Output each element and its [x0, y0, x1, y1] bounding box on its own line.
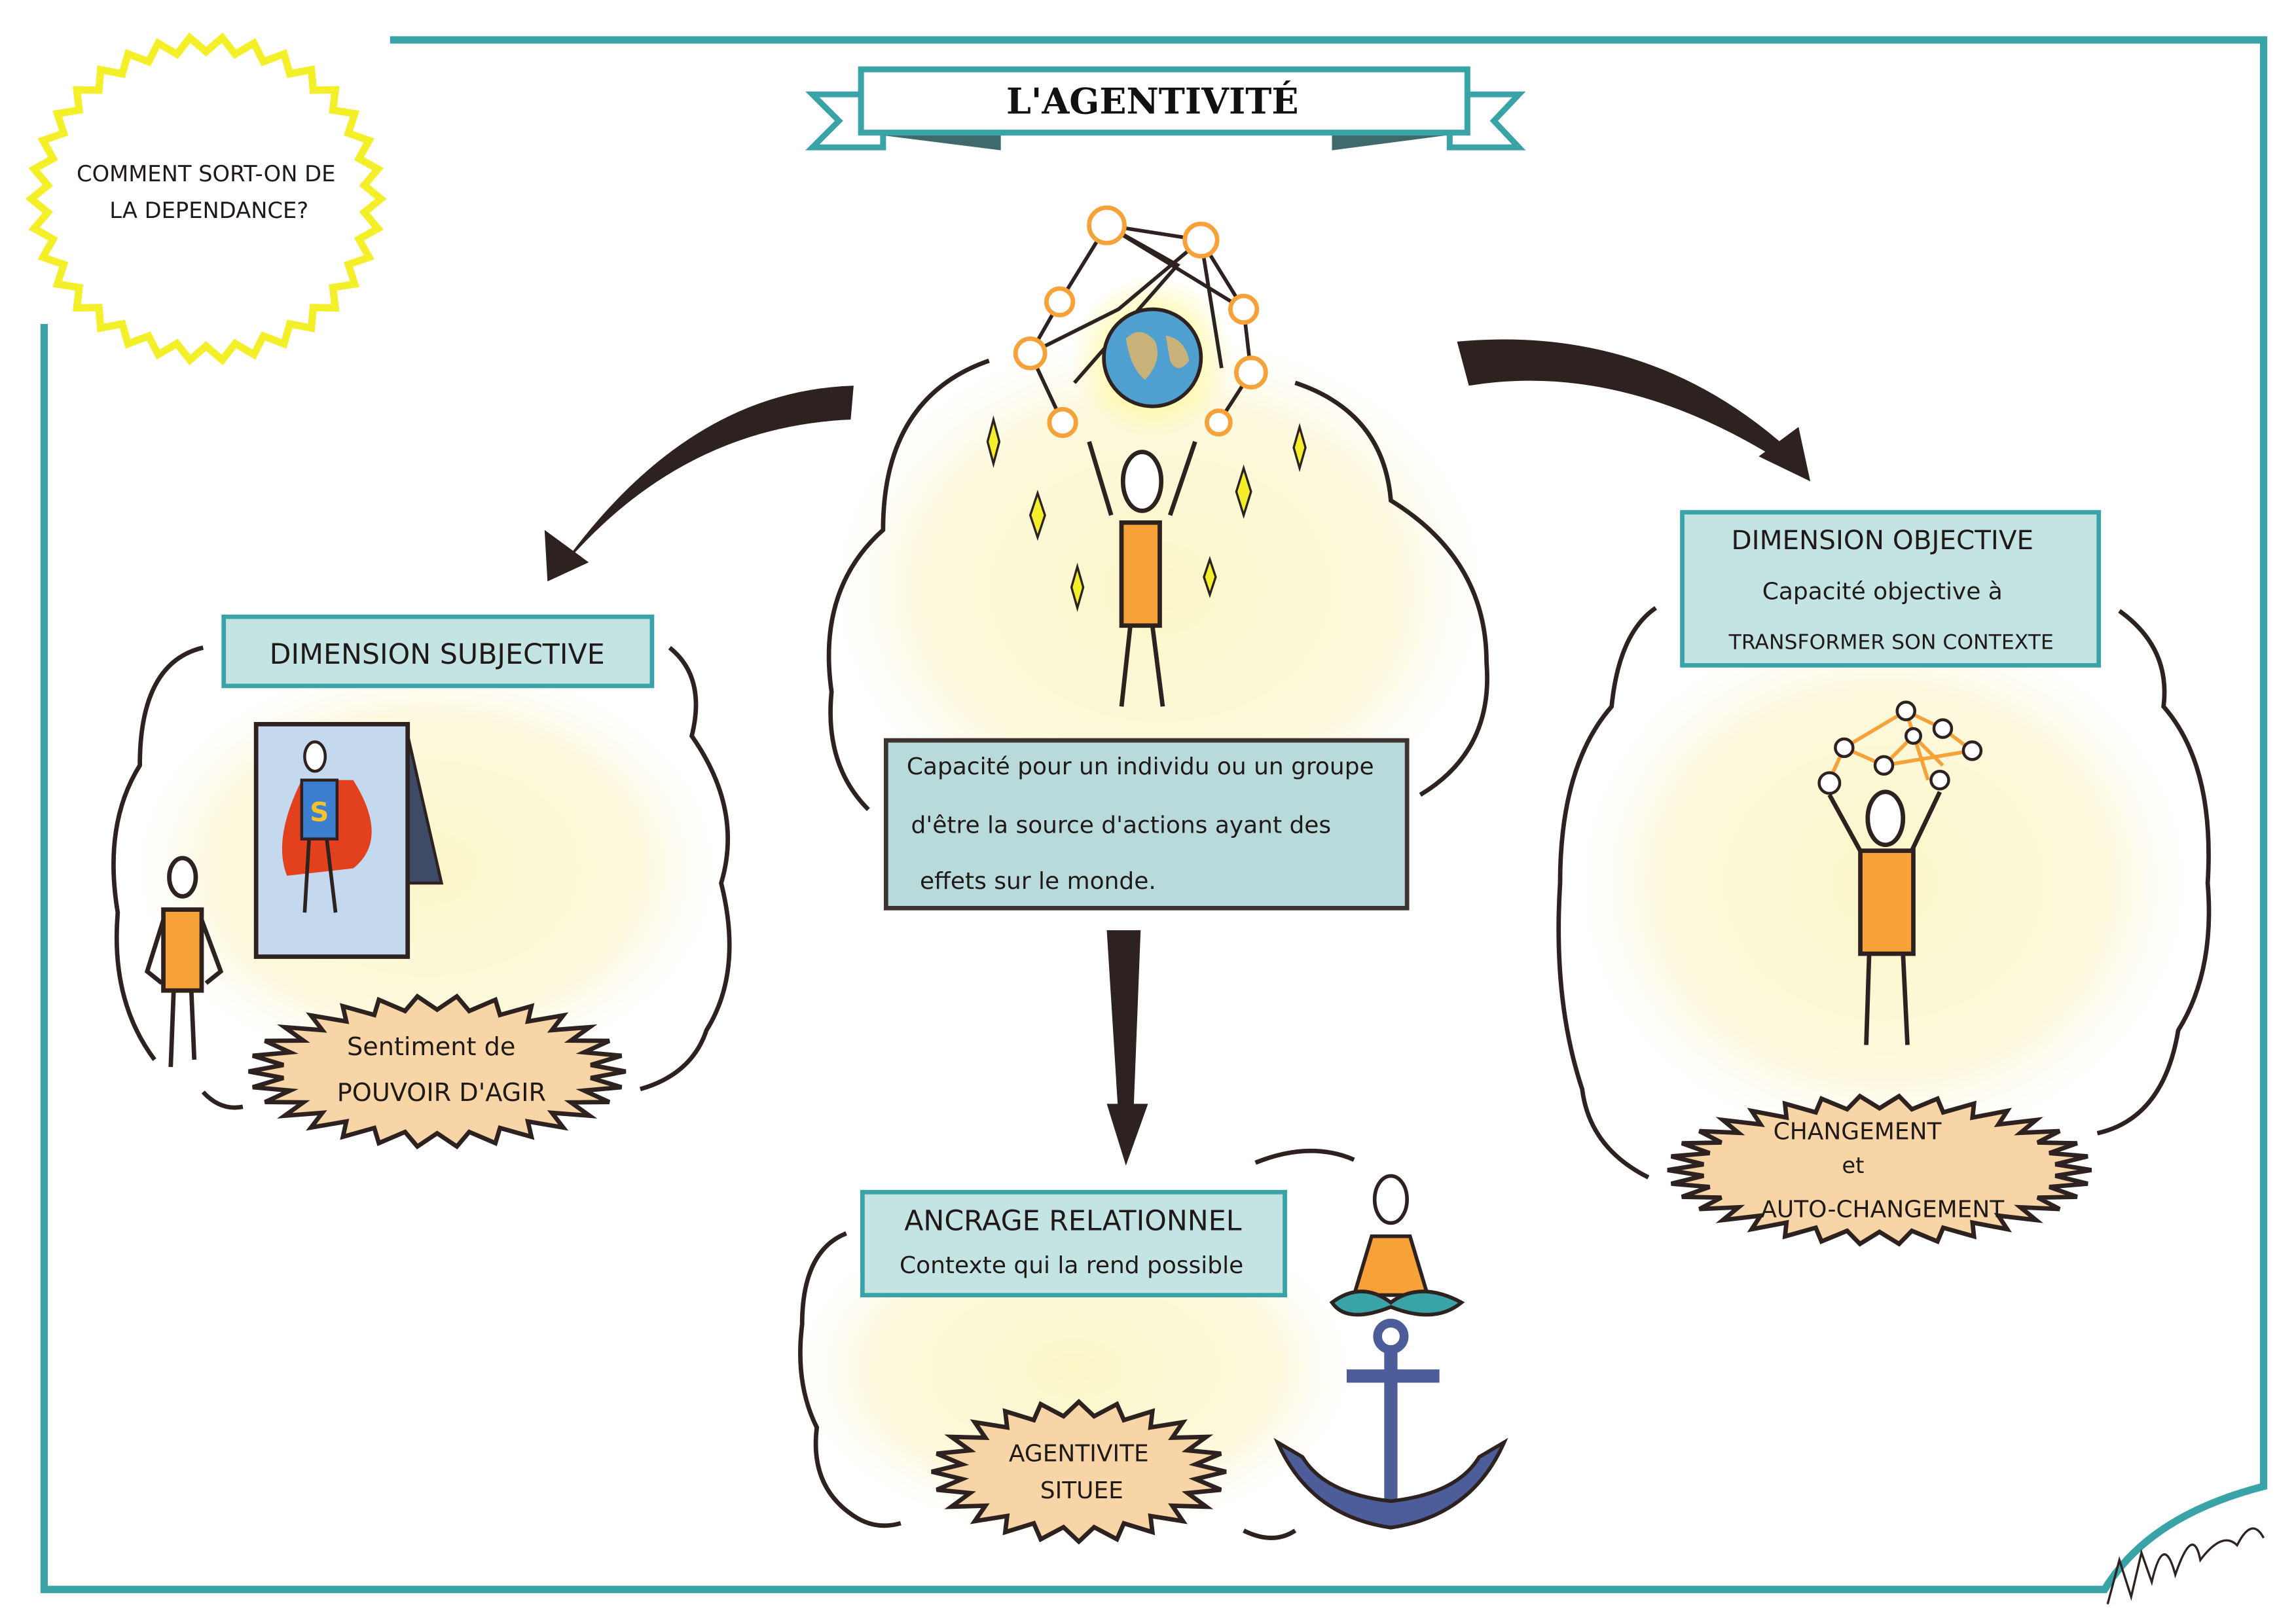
- svg-text:S: S: [310, 797, 329, 828]
- arrow-to-subjective: [544, 386, 854, 582]
- relational-burst-line-1: AGENTIVITE: [1009, 1441, 1149, 1468]
- objective-heading-box: DIMENSION OBJECTIVE Capacité objective à…: [1680, 510, 2102, 668]
- subjective-heading: DIMENSION SUBJECTIVE: [270, 638, 605, 671]
- definition-line-1: Capacité pour un individu ou un groupe: [907, 753, 1374, 780]
- definition-box: Capacité pour un individu ou un groupe d…: [883, 738, 1410, 910]
- objective-burst-line-2: et: [1842, 1153, 1864, 1178]
- relational-heading-box: ANCRAGE RELATIONNEL Contexte qui la rend…: [860, 1189, 1287, 1297]
- relational-burst: AGENTIVITE SITUEE: [931, 1398, 1227, 1545]
- arrow-to-objective: [1457, 339, 1811, 482]
- sparkle-icons: [986, 415, 1307, 612]
- subjective-burst: Sentiment de POUVOIR D'AGIR: [248, 993, 627, 1150]
- page-title: L'AGENTIVITÉ: [1006, 80, 1298, 122]
- objective-heading: DIMENSION OBJECTIVE: [1732, 524, 2034, 556]
- definition-line-3: effets sur le monde.: [920, 868, 1156, 895]
- title-banner: L'AGENTIVITÉ: [805, 66, 1526, 151]
- artist-signature: [2106, 1527, 2265, 1605]
- definition-line-2: d'être la source d'actions ayant des: [911, 812, 1332, 839]
- stick-figure-network-right: [1817, 700, 1983, 1045]
- stick-figure-left: [144, 856, 224, 1068]
- objective-line-1: Capacité objective à: [1762, 578, 2003, 605]
- objective-burst-line-3: AUTO-CHANGEMENT: [1760, 1196, 2005, 1223]
- relational-line-1: Contexte qui la rend possible: [900, 1252, 1243, 1279]
- frame-border: [40, 36, 2268, 1593]
- anchor-meditating-figure-icon: [1273, 1174, 1508, 1530]
- objective-burst-line-1: CHANGEMENT: [1774, 1118, 1942, 1145]
- subjective-burst-line-2: POUVOIR D'AGIR: [337, 1079, 546, 1108]
- relational-burst-line-2: SITUEE: [1040, 1477, 1123, 1504]
- objective-burst: CHANGEMENT et AUTO-CHANGEMENT: [1667, 1093, 2092, 1247]
- stick-figure-center: [1087, 441, 1197, 707]
- globe-network-icon: [1013, 205, 1268, 439]
- subjective-heading-box: DIMENSION SUBJECTIVE: [221, 614, 655, 689]
- mirror-superhero-icon: S: [253, 721, 444, 959]
- question-line-1: COMMENT SORT-ON DE: [77, 161, 335, 187]
- subjective-burst-line-1: Sentiment de: [347, 1033, 515, 1062]
- question-line-2: LA DEPENDANCE?: [109, 198, 308, 223]
- question-burst: COMMENT SORT-ON DE LA DEPENDANCE?: [25, 32, 387, 366]
- relational-heading: ANCRAGE RELATIONNEL: [904, 1205, 1242, 1238]
- objective-line-2: TRANSFORMER SON CONTEXTE: [1728, 631, 2054, 655]
- arrow-to-relational: [1106, 930, 1148, 1166]
